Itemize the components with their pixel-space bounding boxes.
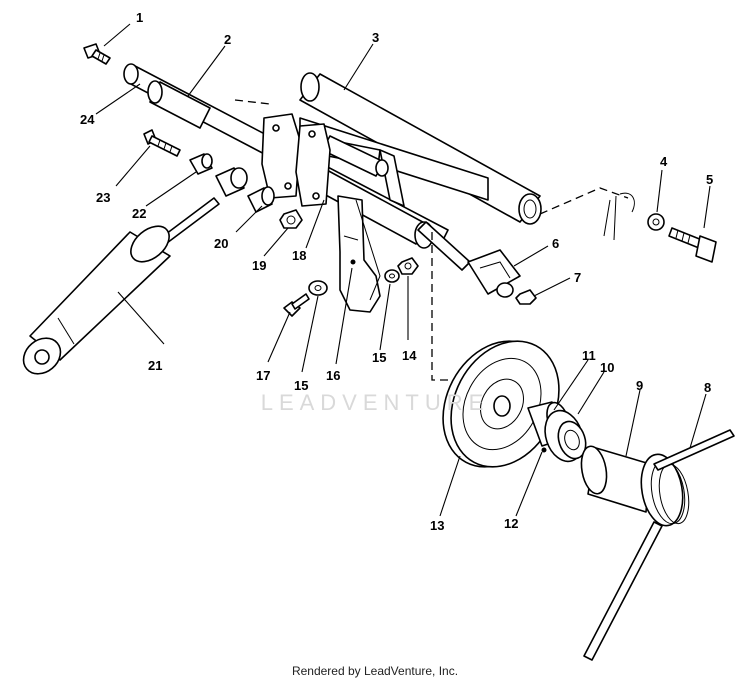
callout-20: 20: [214, 236, 228, 251]
bushing-10: [541, 409, 587, 463]
callout-16: 16: [326, 368, 340, 383]
callout-3: 3: [372, 30, 379, 45]
nut-7: [515, 289, 537, 305]
clamp-bracket-6: [467, 249, 521, 298]
callout-15a: 15: [372, 350, 386, 365]
callout-13: 13: [430, 518, 444, 533]
bolt-1: [83, 43, 111, 65]
callout-5: 5: [706, 172, 713, 187]
chassis-stud-bracket: [603, 192, 635, 241]
nut-19: [279, 209, 303, 229]
callout-12: 12: [504, 516, 518, 531]
washer-15a: [308, 280, 328, 296]
callout-1: 1: [136, 10, 143, 25]
callout-6: 6: [552, 236, 559, 251]
callout-15b: 15: [294, 378, 308, 393]
mounting-plate: [261, 113, 331, 207]
callout-labels: 1 2 3 4 5 6 7 8 9 10 11 12 13 14 15 15 1…: [80, 10, 713, 533]
bolt-23: [143, 129, 181, 157]
watermark: LEADVENTURE: [260, 390, 490, 415]
spacer-22: [189, 153, 213, 175]
phantom-line-left: [234, 99, 271, 105]
callout-14: 14: [402, 348, 417, 363]
callout-8: 8: [704, 380, 711, 395]
callout-4: 4: [660, 154, 668, 169]
callout-2: 2: [224, 32, 231, 47]
pivot-rod: [417, 221, 471, 271]
callout-17: 17: [256, 368, 270, 383]
lock-washer-4: [647, 213, 665, 231]
callout-21: 21: [148, 358, 162, 373]
bolt-17: [283, 293, 310, 317]
bolt-5: [668, 227, 717, 263]
spring-sleeve-9: [580, 445, 651, 513]
nut-14: [397, 257, 419, 275]
footer-credit: Rendered by LeadVenture, Inc.: [291, 664, 459, 678]
phantom-line-right: [539, 187, 629, 215]
callout-7: 7: [574, 270, 581, 285]
callout-22: 22: [132, 206, 146, 221]
bushing-20: [215, 167, 275, 213]
callout-19: 19: [252, 258, 266, 273]
callout-10: 10: [600, 360, 614, 375]
washer-15b: [384, 269, 400, 283]
torsion-spring-8: [583, 429, 735, 661]
shock-absorber: [22, 197, 220, 375]
callout-23: 23: [96, 190, 110, 205]
callout-9: 9: [636, 378, 643, 393]
callout-24: 24: [80, 112, 95, 127]
pulley-bracket: [337, 195, 381, 313]
leader-lines: [95, 23, 711, 517]
callout-11: 11: [582, 348, 596, 363]
callout-18: 18: [292, 248, 306, 263]
